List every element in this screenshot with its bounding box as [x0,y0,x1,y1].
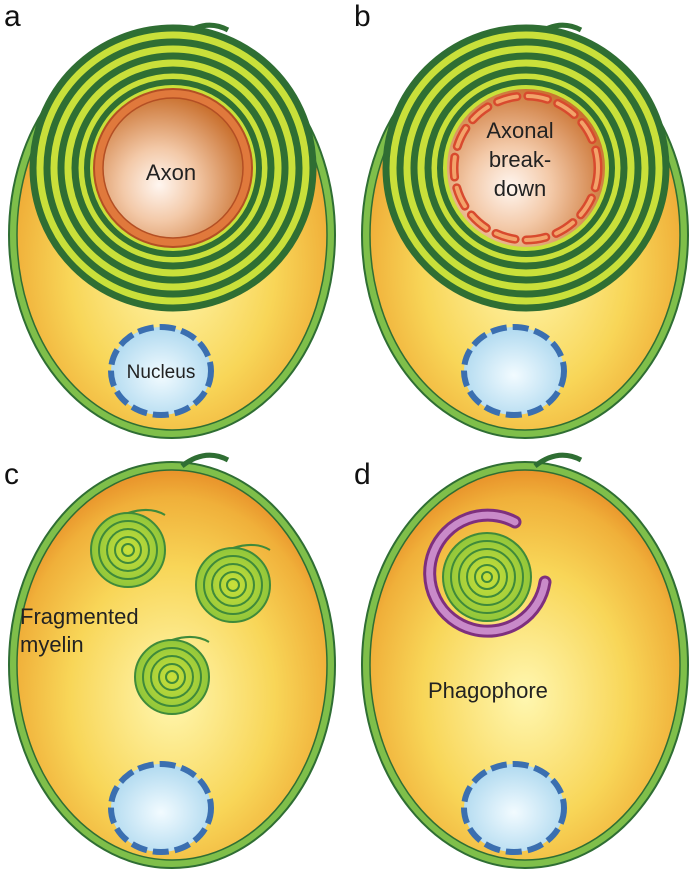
axon-label: Axon [146,160,196,185]
panel-b: b Axonal break- down [354,0,689,439]
panel-c: c Fragmented m [4,452,336,869]
nucleus [108,324,214,418]
myelin-fragment [90,509,166,588]
panel-label-b: b [354,0,371,33]
phagophore-label: Phagophore [428,678,548,703]
degenerating-axon [447,89,605,247]
axon [102,97,244,239]
myelin-fragment [195,544,271,623]
fragmented-myelin-label-2: myelin [20,632,84,657]
panel-label-a: a [4,0,21,33]
panel-d: d Phagophore [354,452,689,869]
panel-label-d: d [354,458,371,491]
membrane-lip [533,452,583,469]
membrane-lip [180,452,230,469]
nucleus [461,761,567,855]
fragmented-myelin-label-1: Fragmented [20,604,139,629]
myelin-fragment [442,532,532,622]
panel-a: a Axon Nucleus [4,0,336,439]
axonal-breakdown-label-1: Axonal [486,118,553,143]
axonal-breakdown-label-3: down [494,176,547,201]
nucleus [461,324,567,418]
axonal-breakdown-label-2: break- [489,147,551,172]
nucleus [108,761,214,855]
myelin-fragment [134,636,210,715]
nucleus-label: Nucleus [127,362,196,383]
panel-label-c: c [4,458,19,491]
